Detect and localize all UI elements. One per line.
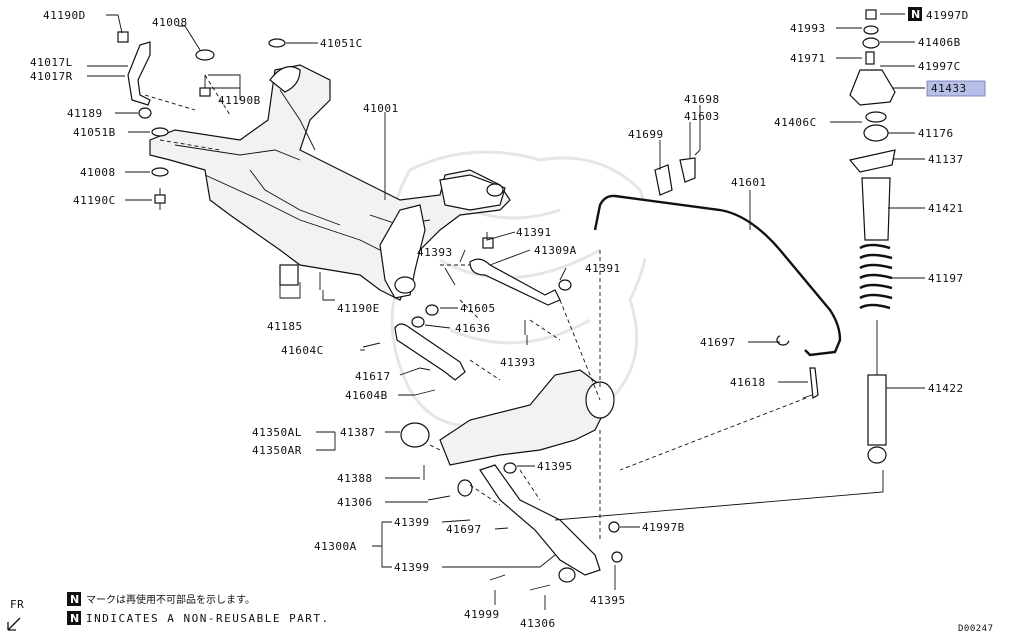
legend-n-letter-en: N [70, 612, 79, 625]
label-41603: 41603 [684, 110, 720, 123]
label-41399-b: 41399 [394, 561, 430, 574]
front-arrow-icon [7, 617, 21, 631]
legend-notes: N マークは再使用不可部品を示します。 N INDICATES A NON-RE… [67, 592, 330, 625]
label-41993: 41993 [790, 22, 826, 35]
label-41190C: 41190C [73, 194, 116, 207]
label-41697-b: 41697 [700, 336, 736, 349]
label-41309A: 41309A [534, 244, 577, 257]
label-41997C: 41997C [918, 60, 961, 73]
legend-note-en: INDICATES A NON-REUSABLE PART. [86, 612, 330, 625]
label-41433: 41433 [931, 82, 967, 95]
diagram-code: D00247 [958, 624, 994, 634]
label-41300A: 41300A [314, 540, 357, 553]
label-41605: 41605 [460, 302, 496, 315]
label-41697-a: 41697 [446, 523, 482, 536]
link-41617 [394, 323, 466, 381]
label-41393-b: 41393 [500, 356, 536, 369]
label-41391-a: 41391 [516, 226, 552, 239]
label-41604C: 41604C [281, 344, 324, 357]
label-41393-a: 41393 [417, 246, 453, 259]
label-41350AR: 41350AR [252, 444, 302, 457]
label-41051B: 41051B [73, 126, 116, 139]
label-41350AL: 41350AL [252, 426, 302, 439]
label-41971: 41971 [790, 52, 826, 65]
label-41698: 41698 [684, 93, 720, 106]
label-41617: 41617 [355, 370, 391, 383]
label-41997B: 41997B [642, 521, 685, 534]
dashed-lines [144, 74, 884, 540]
label-41008-top: 41008 [152, 16, 188, 29]
label-41421: 41421 [928, 202, 964, 215]
label-41190B: 41190B [218, 94, 261, 107]
subframe-41001 [149, 64, 511, 301]
label-41017R: 41017R [30, 70, 73, 83]
label-41406B: 41406B [918, 36, 961, 49]
label-41604B: 41604B [345, 389, 388, 402]
legend-n-box-jp [67, 592, 81, 606]
label-41406C: 41406C [774, 116, 817, 129]
small-parts [117, 31, 813, 591]
lower-arm-41300A [479, 464, 601, 583]
label-41387: 41387 [340, 426, 376, 439]
label-41422: 41422 [928, 382, 964, 395]
upper-arm-41309A [469, 258, 561, 306]
trailing-arm-41350A [400, 369, 615, 466]
stabilizer-41601 [593, 157, 842, 400]
bracket-41017 [127, 41, 151, 106]
n-marker-box [908, 7, 922, 21]
label-41017L: 41017L [30, 56, 73, 69]
strut-assembly [848, 9, 896, 464]
label-41391-b: 41391 [585, 262, 621, 275]
label-41388: 41388 [337, 472, 373, 485]
label-41051C: 41051C [320, 37, 363, 50]
label-41190E: 41190E [337, 302, 380, 315]
label-41189: 41189 [67, 107, 103, 120]
front-indicator: FR [7, 598, 24, 631]
n-marker-letter: N [911, 8, 920, 21]
legend-note-jp: マークは再使用不可部品を示します。 [86, 593, 255, 606]
front-label: FR [10, 598, 24, 611]
label-41001: 41001 [363, 102, 399, 115]
label-41395-b: 41395 [590, 594, 626, 607]
part-labels: 41190D 41008 41051C 41017L 41017R 41190B… [30, 7, 986, 630]
label-41306-a: 41306 [337, 496, 373, 509]
label-41997D: 41997D [926, 9, 969, 22]
legend-n-box-en [67, 611, 81, 625]
label-41197: 41197 [928, 272, 964, 285]
label-41399-a: 41399 [394, 516, 430, 529]
label-41137: 41137 [928, 153, 964, 166]
label-41306-b: 41306 [520, 617, 556, 630]
label-41699: 41699 [628, 128, 664, 141]
label-41008-mid: 41008 [80, 166, 116, 179]
legend-n-letter-jp: N [70, 593, 79, 606]
label-41395-a: 41395 [537, 460, 573, 473]
leader-lines [87, 13, 925, 610]
label-41618: 41618 [730, 376, 766, 389]
label-41636: 41636 [455, 322, 491, 335]
label-41190D: 41190D [43, 9, 86, 22]
label-41601: 41601 [731, 176, 767, 189]
label-41176: 41176 [918, 127, 954, 140]
highlight-41433-box [926, 80, 986, 97]
label-41185: 41185 [267, 320, 303, 333]
label-41999: 41999 [464, 608, 500, 621]
